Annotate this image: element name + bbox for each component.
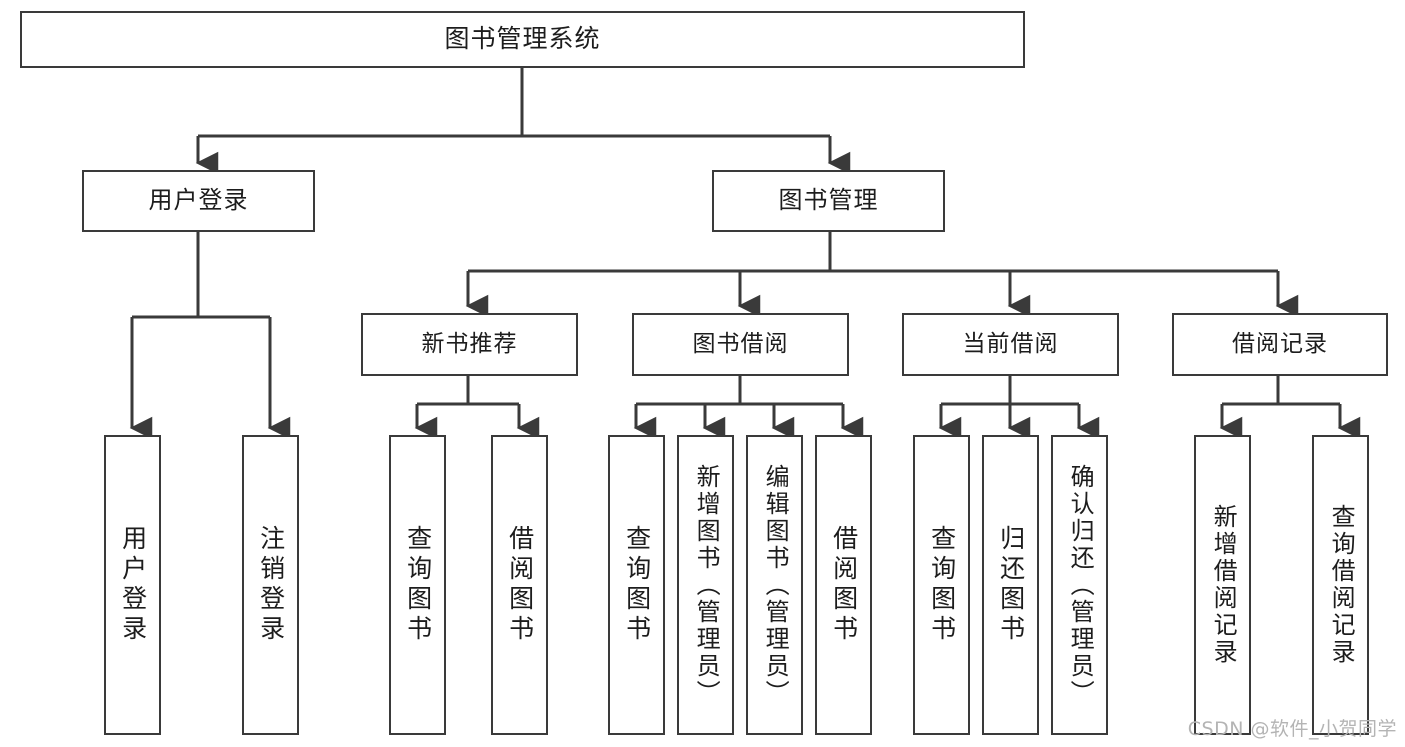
node-label: 确认归还（管理员） [1066, 463, 1095, 707]
node-label: 用户登录 [148, 186, 249, 215]
node-label: 查询图书 [927, 525, 957, 645]
node-label: 用户登录 [118, 525, 148, 645]
node-label: 新增图书（管理员） [692, 463, 721, 707]
node-leaf-query-borrow-record[interactable]: 查询借阅记录 [1312, 435, 1369, 735]
node-label: 查询图书 [403, 525, 433, 645]
node-leaf-user-logout[interactable]: 注销登录 [242, 435, 299, 735]
node-current-borrow[interactable]: 当前借阅 [902, 313, 1119, 376]
node-book-borrow[interactable]: 图书借阅 [632, 313, 849, 376]
node-book-management[interactable]: 图书管理 [712, 170, 945, 232]
node-label: 借阅记录 [1232, 331, 1328, 358]
node-leaf-query-book-3[interactable]: 查询图书 [913, 435, 970, 735]
node-label: 借阅图书 [829, 525, 859, 645]
node-leaf-add-borrow-record[interactable]: 新增借阅记录 [1194, 435, 1251, 735]
node-new-book-recommend[interactable]: 新书推荐 [361, 313, 578, 376]
node-root-system[interactable]: 图书管理系统 [20, 11, 1025, 68]
node-leaf-query-book-1[interactable]: 查询图书 [389, 435, 446, 735]
node-label: 新增借阅记录 [1209, 504, 1238, 666]
node-user-login[interactable]: 用户登录 [82, 170, 315, 232]
node-label: 查询借阅记录 [1327, 504, 1356, 666]
watermark-text: CSDN @软件_小贺同学 [1187, 718, 1397, 740]
node-label: 归还图书 [996, 525, 1026, 645]
node-label: 注销登录 [256, 525, 286, 645]
node-leaf-borrow-book-2[interactable]: 借阅图书 [815, 435, 872, 735]
node-leaf-add-book[interactable]: 新增图书（管理员） [677, 435, 734, 735]
node-label: 借阅图书 [505, 525, 535, 645]
node-leaf-return-book[interactable]: 归还图书 [982, 435, 1039, 735]
node-leaf-edit-book[interactable]: 编辑图书（管理员） [746, 435, 803, 735]
node-leaf-borrow-book-1[interactable]: 借阅图书 [491, 435, 548, 735]
node-leaf-query-book-2[interactable]: 查询图书 [608, 435, 665, 735]
node-borrow-record[interactable]: 借阅记录 [1172, 313, 1388, 376]
node-label: 图书管理 [778, 186, 879, 215]
node-leaf-confirm-return[interactable]: 确认归还（管理员） [1051, 435, 1108, 735]
node-label: 新书推荐 [421, 331, 518, 358]
node-leaf-user-login[interactable]: 用户登录 [104, 435, 161, 735]
node-label: 查询图书 [622, 525, 652, 645]
node-label: 图书借阅 [692, 331, 789, 358]
node-label: 编辑图书（管理员） [761, 463, 790, 707]
node-label: 图书管理系统 [444, 24, 601, 54]
node-label: 当前借阅 [962, 331, 1059, 358]
